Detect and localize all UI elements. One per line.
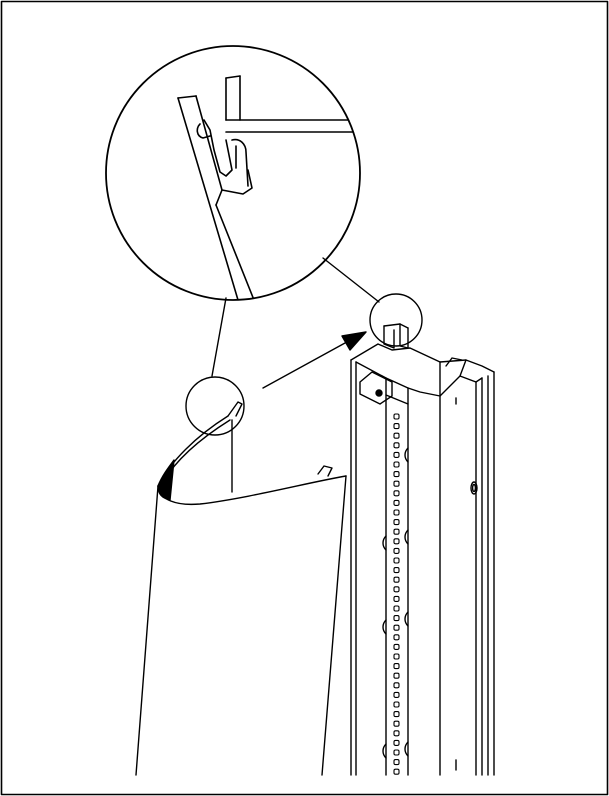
leader-line-left	[211, 297, 227, 377]
perforation-hole	[393, 595, 400, 602]
perforation-hole	[393, 509, 400, 516]
perforation-hole	[393, 643, 400, 650]
perforation-hole	[393, 768, 400, 775]
mounting-hole	[375, 389, 383, 397]
insertion-arrow	[262, 331, 367, 389]
perforation-hole	[393, 663, 400, 670]
perforation-hole	[393, 711, 400, 718]
perforation-hole	[393, 423, 400, 430]
perforation-hole	[393, 480, 400, 487]
detail-magnifier	[105, 45, 361, 301]
perforation-hole	[393, 720, 400, 727]
detail-magnifier-circle	[105, 45, 361, 301]
perforation-hole	[393, 749, 400, 756]
perforation-hole	[393, 547, 400, 554]
perforation-hole	[393, 624, 400, 631]
upright-post	[350, 323, 495, 776]
perforation-hole	[393, 701, 400, 708]
perforation-hole	[393, 499, 400, 506]
perforation-hole	[393, 461, 400, 468]
perforation-hole	[393, 653, 400, 660]
perforation-hole	[393, 672, 400, 679]
panel-detail-circle	[185, 376, 245, 436]
perforation-hole	[393, 432, 400, 439]
perforation-hole	[393, 451, 400, 458]
perforation-hole	[393, 739, 400, 746]
perforation-hole	[393, 634, 400, 641]
perforation-hole	[393, 471, 400, 478]
detail-hook-profile	[177, 75, 360, 300]
perforation-hole	[393, 691, 400, 698]
perforation-hole	[393, 538, 400, 545]
perforation-hole	[393, 682, 400, 689]
perforation-hole	[393, 586, 400, 593]
perforation-hole	[393, 528, 400, 535]
perforation-hole	[393, 557, 400, 564]
perforation-hole	[393, 615, 400, 622]
post-detail-circle	[369, 293, 423, 347]
perforation-hole	[393, 759, 400, 766]
perforation-hole	[393, 730, 400, 737]
perforation-holes	[393, 413, 400, 775]
leader-line-right	[322, 257, 380, 303]
perforation-hole	[393, 413, 400, 420]
perforation-hole	[393, 442, 400, 449]
perforation-hole	[393, 567, 400, 574]
perforation-hole	[393, 519, 400, 526]
side-hole	[470, 481, 478, 495]
perforation-hole	[393, 490, 400, 497]
perforation-hole	[393, 576, 400, 583]
curved-cover-panel	[135, 401, 347, 776]
perforation-hole	[393, 605, 400, 612]
